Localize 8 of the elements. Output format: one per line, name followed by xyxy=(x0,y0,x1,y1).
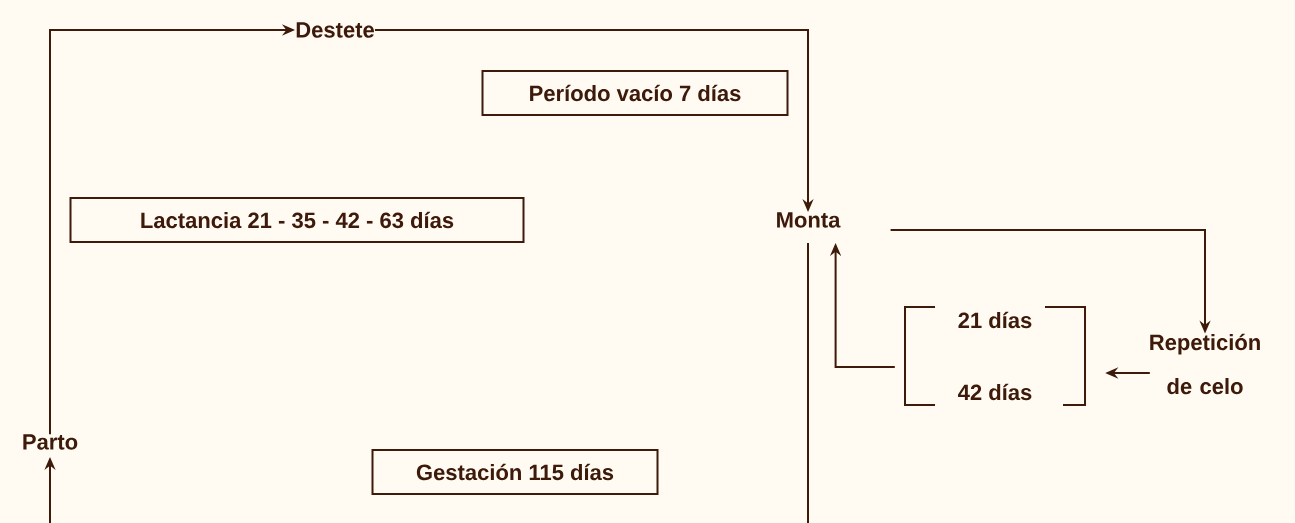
duration-box: Gestación 115 días xyxy=(371,449,659,495)
stage-label: Destete xyxy=(296,22,374,38)
duration-box: Período vacío 7 días xyxy=(481,70,789,116)
stage-label: Monta xyxy=(777,212,841,228)
interval-bracket: 21 días 42 días xyxy=(904,306,1086,406)
duration-box: Lactancia 21 - 35 - 42 - 63 días xyxy=(69,197,525,243)
stage-label: Parto xyxy=(23,434,78,450)
stage-label: Repetición de celo xyxy=(1150,333,1260,395)
